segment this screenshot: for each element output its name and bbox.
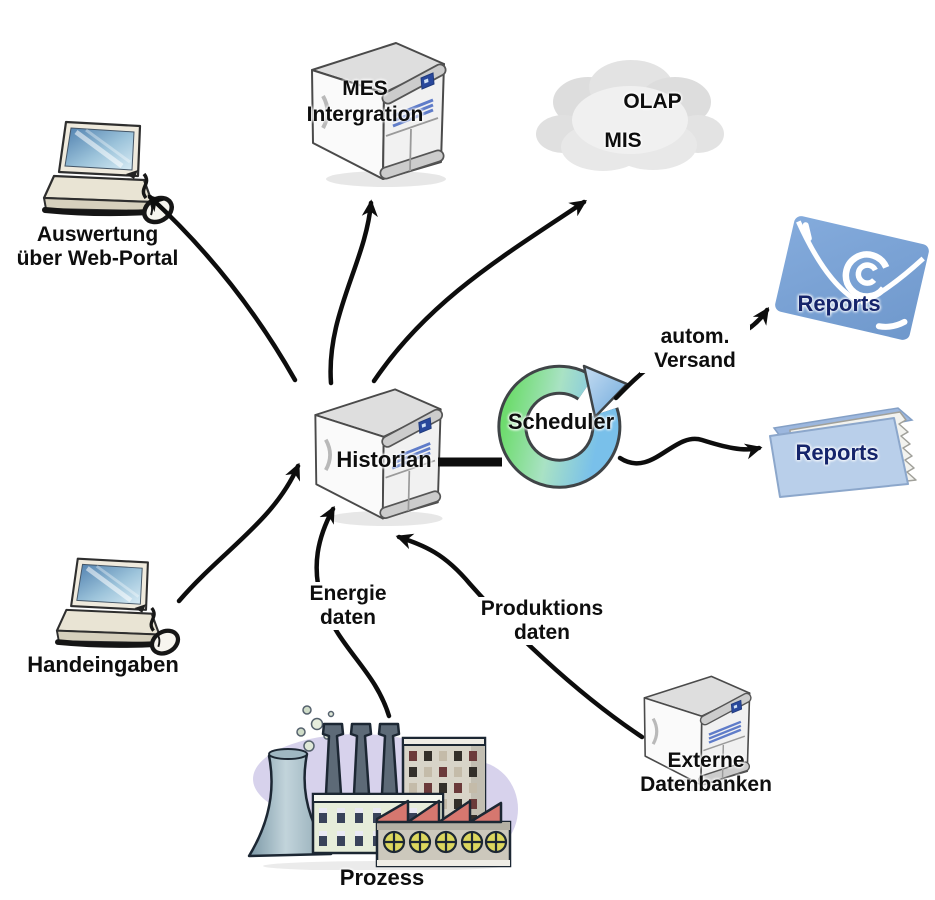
autom-versand-label: autom. Versand <box>640 325 750 373</box>
externe-datenbanken-label-line1: Externe <box>667 749 745 772</box>
handeingaben-label: Handeingaben <box>27 652 179 677</box>
mes-server-label: MES Intergration <box>295 76 435 128</box>
web-portal-laptop-icon <box>42 116 177 231</box>
autom-versand-label-line1: autom. <box>660 325 730 348</box>
autom-versand-label-line2: Versand <box>654 349 736 372</box>
produktionsdaten-label-line2: daten <box>513 621 570 644</box>
handeingaben-laptop-icon <box>55 553 183 662</box>
olap-mis-cloud-icon <box>533 42 725 190</box>
web-portal-label: Auswertung über Web-Portal <box>0 223 195 271</box>
report-mail-label: Reports <box>797 291 881 316</box>
web-portal-label-line1: Auswertung <box>36 223 159 246</box>
web-portal-label-line2: über Web-Portal <box>16 247 179 270</box>
arrow-historian-to-mes <box>328 199 378 386</box>
externe-datenbanken-label-line2: Datenbanken <box>640 773 772 796</box>
arrow-handeingaben-to-historian <box>176 462 301 604</box>
report-folder-label: Reports <box>795 440 879 465</box>
prozess-label: Prozess <box>339 865 425 890</box>
cloud-olap-label: OLAP <box>623 90 682 113</box>
externe-datenbanken-label: Externe Datenbanken <box>622 749 790 797</box>
mes-server-label-line1: MES <box>342 77 388 100</box>
factory-icon <box>243 694 520 870</box>
historian-label: Historian <box>336 447 432 472</box>
scheduler-label: Scheduler <box>507 409 615 434</box>
cloud-mis-label: MIS <box>604 129 642 152</box>
energiedaten-label-line1: Energie <box>309 582 387 605</box>
mes-server-label-line2: Intergration <box>306 103 424 126</box>
produktionsdaten-label: Produktions daten <box>467 597 617 645</box>
report-mail-icon <box>767 203 935 353</box>
energiedaten-label: Energie daten <box>297 582 399 630</box>
energiedaten-label-line2: daten <box>319 606 376 629</box>
produktionsdaten-label-line1: Produktions <box>480 597 604 620</box>
